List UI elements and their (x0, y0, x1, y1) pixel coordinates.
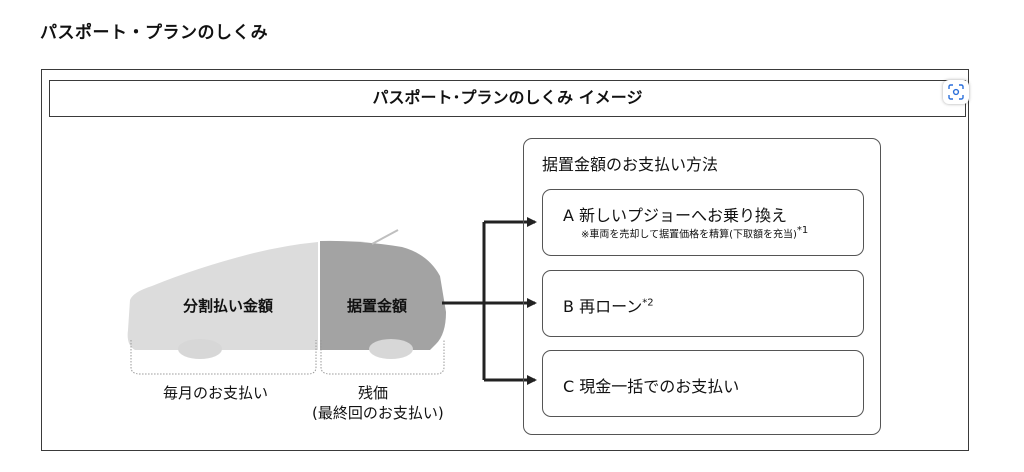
option-c-text: C 現金一括でのお支払い (563, 377, 740, 396)
monthly-payment-label: 毎月のお支払い (163, 384, 269, 402)
scan-button[interactable] (943, 80, 969, 104)
option-b-text: B 再ローン (563, 297, 643, 316)
deferred-amount-label: 据置金額 (347, 297, 408, 315)
bracket-monthly (130, 340, 317, 375)
option-a-trade-in[interactable]: A 新しいプジョーへお乗り換え ※車両を売却して据置価格を精算(下取額を充当)*… (542, 189, 864, 256)
car-deferred-section (320, 240, 446, 350)
diagram-frame (41, 69, 969, 451)
option-a-text: A 新しいプジョーへお乗り換え (563, 206, 788, 225)
option-b-footnote: *2 (642, 297, 654, 309)
rear-wheel (369, 339, 413, 359)
installment-amount-label: 分割払い金額 (183, 297, 274, 315)
front-wheel (178, 339, 222, 359)
page-title: パスポート・プランのしくみ (40, 23, 269, 43)
option-c-cash[interactable]: C 現金一括でのお支払い (542, 350, 864, 417)
payment-options-panel (523, 138, 881, 435)
final-payment-label: (最終回のお支払い) (312, 404, 444, 422)
car-antenna (371, 229, 399, 245)
option-b-reloan[interactable]: B 再ローン*2 (542, 270, 864, 337)
option-a-note: ※車両を売却して据置価格を精算(下取額を充当) (581, 229, 797, 241)
panel-title: 据置金額のお支払い方法 (542, 155, 719, 174)
car-installment-section (127, 242, 319, 350)
option-a-footnote: *1 (796, 225, 809, 236)
scan-icon (948, 84, 964, 100)
residual-value-label: 残価 (358, 384, 389, 402)
